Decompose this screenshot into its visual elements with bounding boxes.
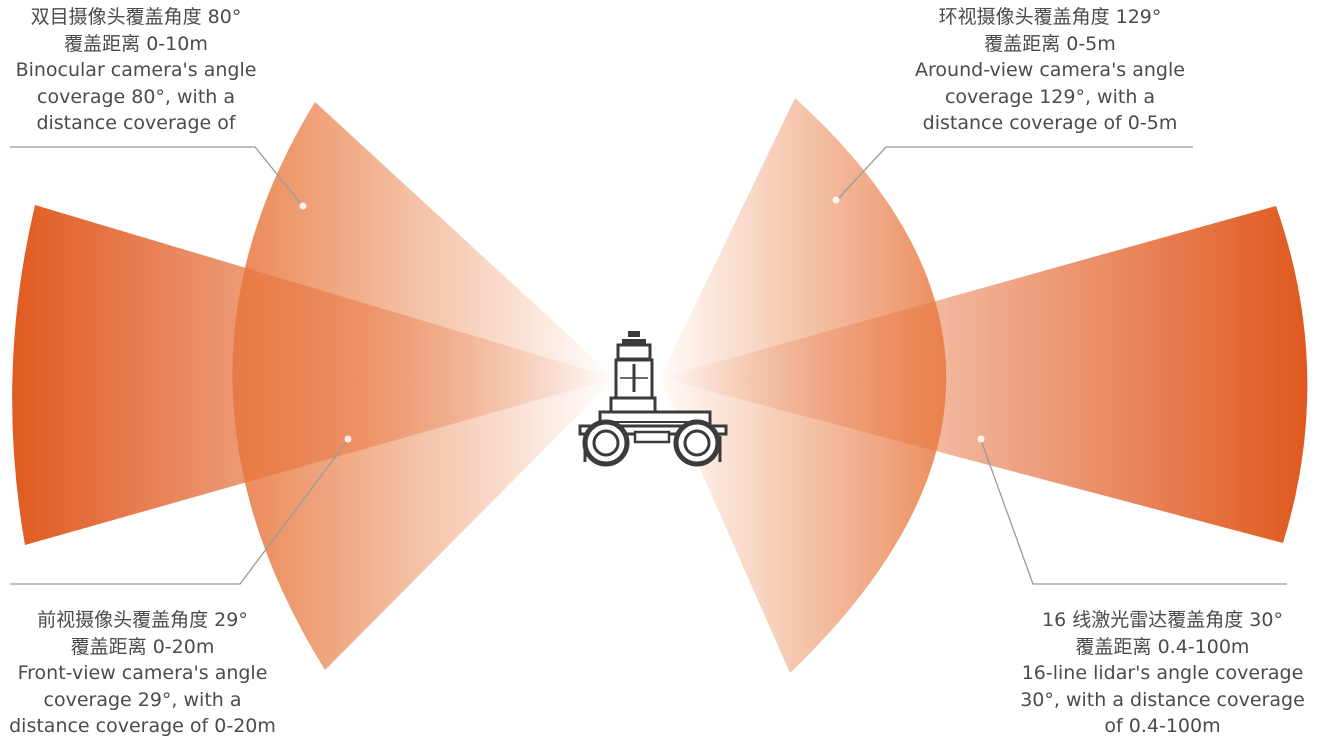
around-view-en-line-3: distance coverage of 0-5m	[922, 112, 1178, 134]
lidar-marker-dot	[977, 435, 985, 443]
robot-vehicle-icon	[578, 331, 728, 467]
binocular-marker-dot	[299, 202, 307, 210]
lidar-cn-title: 16 线激光雷达覆盖角度 30°	[1042, 609, 1283, 631]
binocular-cn-range: 覆盖距离 0-10m	[64, 32, 208, 55]
binocular-en-line-3: distance coverage of	[36, 112, 236, 134]
lidar-coverage-cone	[660, 206, 1308, 543]
around-view-marker-dot	[832, 196, 840, 204]
lidar-leader-line	[980, 439, 1287, 585]
around-view-cn-title: 环视摄像头覆盖角度 129°	[938, 6, 1162, 28]
front-view-marker-dot	[344, 435, 352, 443]
around-view-camera-label: 环视摄像头覆盖角度 129° 覆盖距离 0-5m Around-view cam…	[900, 4, 1200, 137]
lidar-label: 16 线激光雷达覆盖角度 30° 覆盖距离 0.4-100m 16-line l…	[1010, 607, 1315, 740]
binocular-en-line-2: coverage 80°, with a	[37, 85, 235, 108]
front-view-cn-range: 覆盖距离 0-20m	[70, 635, 215, 658]
binocular-en-line-1: Binocular camera's angle	[15, 59, 257, 81]
binocular-cn-title: 双目摄像头覆盖角度 80°	[30, 6, 242, 28]
around-view-en-line-2: coverage 129°, with a	[944, 85, 1156, 108]
front-view-cn-title: 前视摄像头覆盖角度 29°	[37, 609, 248, 631]
binocular-camera-label: 双目摄像头覆盖角度 80° 覆盖距离 0-10m Binocular camer…	[0, 4, 272, 137]
front-view-en-line-2: coverage 29°, with a	[43, 688, 242, 711]
lidar-en-line-1: 16-line lidar's angle coverage	[1021, 662, 1304, 684]
lidar-en-line-3: of 0.4-100m	[1104, 715, 1221, 737]
binocular-leader-line	[10, 146, 303, 206]
around-view-coverage-cone	[660, 98, 947, 673]
front-view-en-line-1: Front-view camera's angle	[17, 662, 268, 684]
around-view-en-line-1: Around-view camera's angle	[915, 59, 1185, 81]
lidar-en-line-2: 30°, with a distance coverage	[1020, 688, 1305, 711]
binocular-coverage-cone	[232, 102, 615, 670]
front-view-camera-label: 前视摄像头覆盖角度 29° 覆盖距离 0-20m Front-view came…	[0, 607, 285, 740]
around-view-leader-line	[836, 146, 1193, 201]
around-view-cn-range: 覆盖距离 0-5m	[984, 32, 1116, 55]
front-view-en-line-3: distance coverage of 0-20m	[9, 715, 276, 737]
lidar-cn-range: 覆盖距离 0.4-100m	[1075, 635, 1250, 658]
front-view-leader-line	[10, 439, 349, 585]
